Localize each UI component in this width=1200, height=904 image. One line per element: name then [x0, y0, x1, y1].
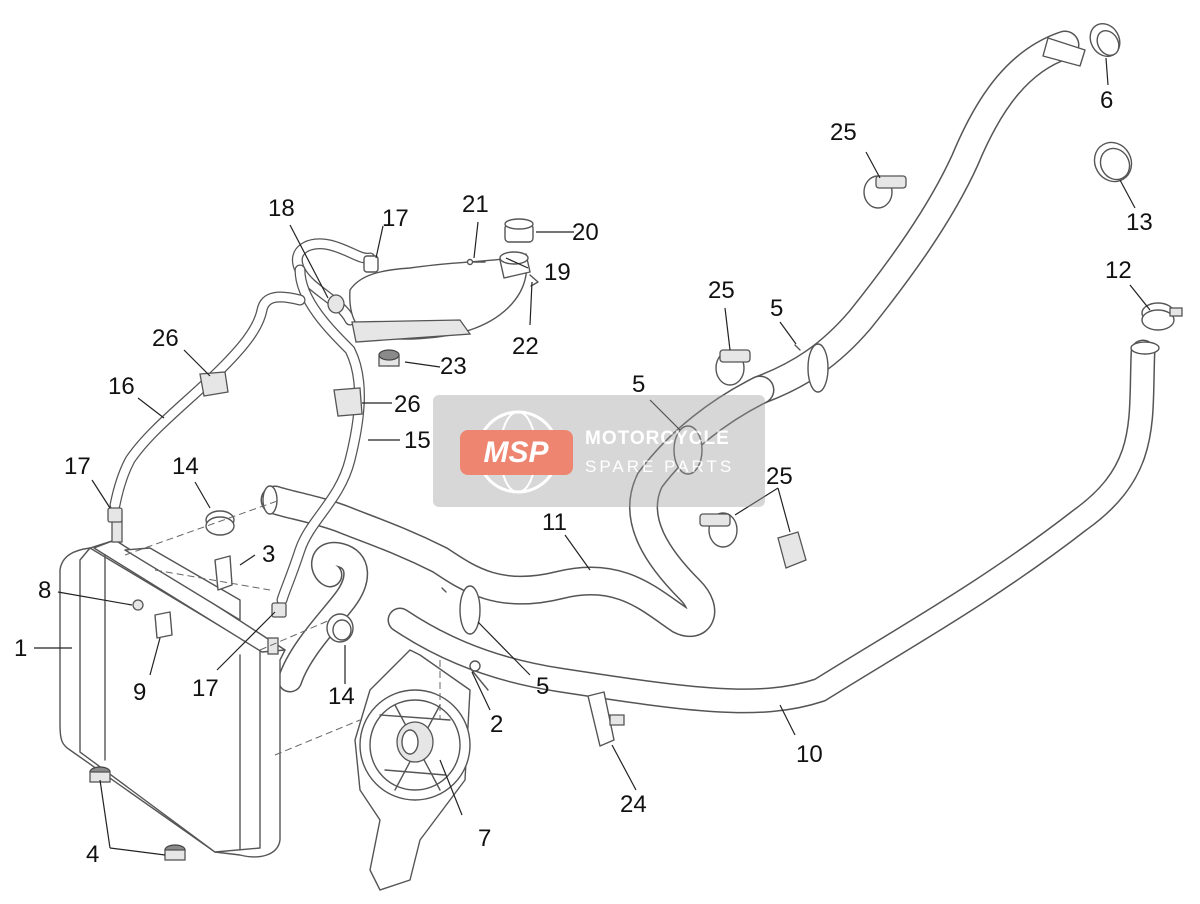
hose-10 [387, 339, 1160, 714]
clamp-14-right [326, 613, 354, 643]
callout-9: 9 [133, 679, 146, 706]
callout-25-top: 25 [830, 119, 857, 146]
rubber-mounts-4 [89, 766, 186, 861]
callout-5-lower: 5 [536, 673, 549, 700]
clip-22 [529, 274, 539, 287]
tank-cap-20 [504, 218, 534, 243]
connector-24 [587, 691, 625, 747]
callout-17-top: 17 [382, 205, 409, 232]
callout-19: 19 [544, 259, 571, 286]
hose-elbow [277, 541, 369, 693]
callout-17-left: 17 [64, 453, 91, 480]
hose-11 [260, 375, 775, 638]
callout-22: 22 [512, 333, 539, 360]
screw-2 [469, 660, 489, 691]
callout-7: 7 [478, 825, 491, 852]
callout-4: 4 [86, 841, 99, 868]
callout-5-mid: 5 [632, 371, 645, 398]
watermark-logo: MSP [483, 436, 549, 469]
bolt-21 [466, 258, 486, 266]
clip-26-right [333, 387, 363, 417]
callout-11: 11 [542, 509, 567, 536]
callout-26-right: 26 [394, 391, 421, 418]
callouts: 1 2 3 4 5 5 5 6 7 8 9 10 11 12 13 14 14 … [14, 87, 1153, 868]
clamp-5-mid [673, 425, 703, 475]
clamp-12 [1141, 302, 1183, 331]
clamp-6 [1089, 22, 1121, 58]
callout-16: 16 [108, 373, 135, 400]
callout-17-bottom: 17 [192, 675, 219, 702]
clamp-5-upper [794, 343, 829, 393]
callout-1: 1 [14, 635, 27, 662]
callout-25-mid: 25 [708, 277, 735, 304]
callout-2: 2 [490, 711, 503, 738]
watermark-logo-badge [460, 430, 573, 475]
callout-13: 13 [1126, 209, 1153, 236]
radiator [59, 519, 286, 858]
bracket-3 [214, 555, 233, 591]
callout-20: 20 [572, 219, 599, 246]
watermark: MSP MOTORCYCLE SPARE PARTS [433, 395, 765, 507]
screw-8 [132, 599, 144, 611]
callout-21: 21 [462, 191, 489, 218]
callout-18: 18 [268, 195, 295, 222]
watermark-line1: MOTORCYCLE [585, 428, 730, 449]
hose-15 [276, 238, 376, 606]
grommet-23 [378, 349, 400, 367]
callout-26-left: 26 [152, 325, 179, 352]
clamp-5-lower [441, 585, 481, 635]
callout-15: 15 [404, 427, 431, 454]
callout-10: 10 [796, 741, 823, 768]
callout-14-right: 14 [328, 683, 355, 710]
watermark-line2: SPARE PARTS [585, 457, 734, 476]
expansion-tank [327, 251, 531, 343]
clamp-14-left [205, 510, 235, 536]
callout-24: 24 [620, 791, 647, 818]
fittings-17 [107, 507, 287, 618]
assembly-lines [124, 499, 441, 756]
watermark-band [433, 395, 765, 507]
clamp-13 [1093, 141, 1133, 183]
callout-8: 8 [38, 577, 51, 604]
nut-9 [154, 611, 173, 639]
callout-12: 12 [1105, 257, 1132, 284]
callout-3: 3 [262, 541, 275, 568]
callout-25-lower: 25 [766, 463, 793, 490]
clip-26-left [199, 371, 229, 397]
callout-23: 23 [440, 353, 467, 380]
cooling-fan [354, 649, 471, 891]
leader-lines [34, 57, 1151, 856]
callout-5-upper: 5 [770, 295, 783, 322]
clamp-25-lower [699, 512, 807, 569]
clamp-25-mid [715, 349, 751, 386]
clamp-25-top [863, 175, 907, 209]
hose-upper-right [745, 30, 1086, 405]
callout-6: 6 [1100, 87, 1113, 114]
callout-14-left: 14 [172, 453, 199, 480]
